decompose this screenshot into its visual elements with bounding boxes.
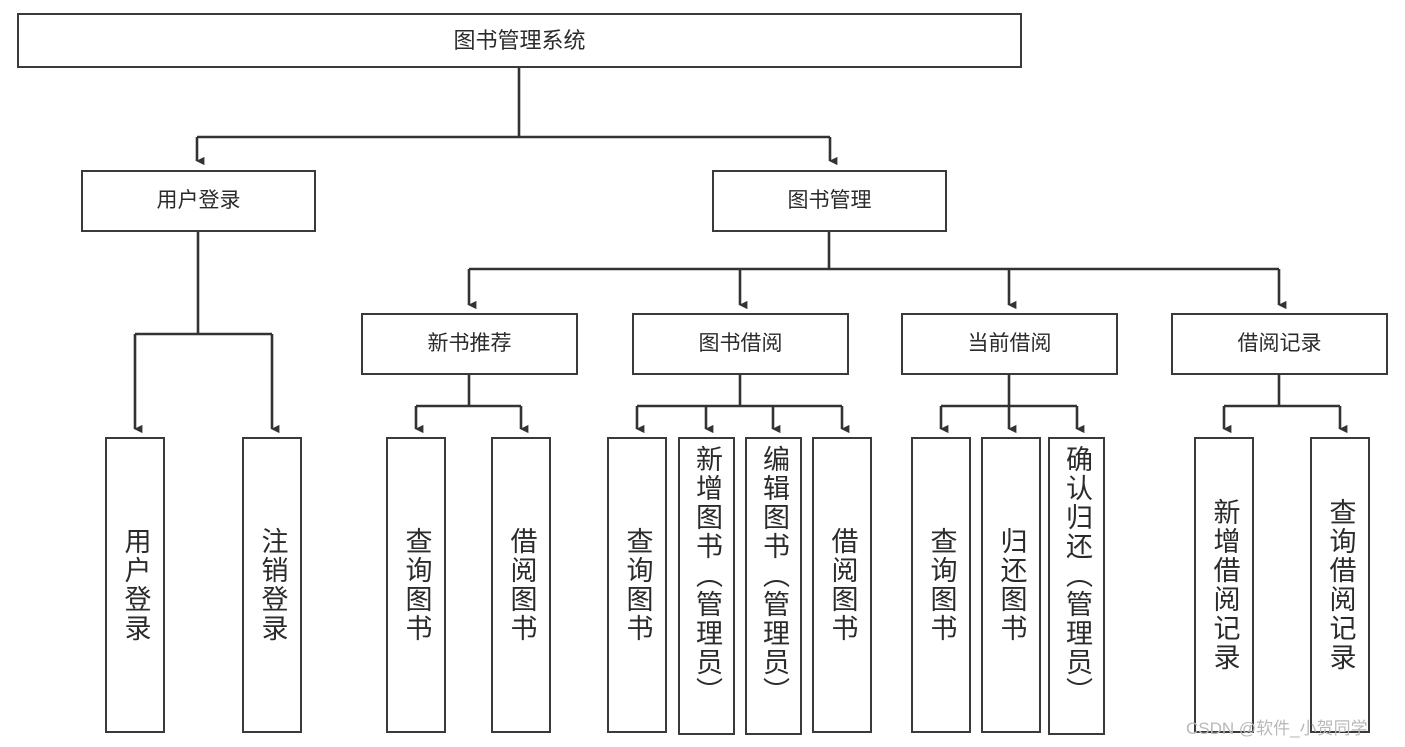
node-label: 查询借阅记录	[1325, 498, 1356, 672]
node-book-management[interactable]: 图书管理	[712, 170, 947, 232]
node-label: 新书推荐	[427, 331, 512, 355]
leaf-query-borrow-record[interactable]: 查询借阅记录	[1310, 437, 1370, 733]
node-current-borrow[interactable]: 当前借阅	[901, 313, 1118, 375]
leaf-confirm-return-admin[interactable]: 确认归还（管理员）	[1048, 437, 1105, 735]
node-label: 新增图书（管理员）	[692, 445, 722, 706]
node-root-system[interactable]: 图书管理系统	[17, 13, 1022, 68]
node-label: 借阅图书	[827, 527, 858, 643]
node-user-login[interactable]: 用户登录	[81, 170, 316, 232]
node-label: 图书管理系统	[453, 27, 586, 53]
leaf-query-book-current[interactable]: 查询图书	[911, 437, 971, 733]
watermark: CSDN @软件_小贺同学	[1186, 719, 1368, 738]
leaf-add-book-admin[interactable]: 新增图书（管理员）	[678, 437, 735, 735]
node-borrow-record[interactable]: 借阅记录	[1171, 313, 1388, 375]
leaf-borrow-book[interactable]: 借阅图书	[812, 437, 872, 733]
node-label: 借阅图书	[506, 527, 537, 643]
node-label: 查询图书	[926, 527, 957, 643]
node-label: 图书借阅	[698, 331, 783, 355]
node-label: 查询图书	[622, 527, 653, 643]
node-label: 编辑图书（管理员）	[759, 445, 789, 706]
node-book-borrow[interactable]: 图书借阅	[632, 313, 849, 375]
node-label: 新增借阅记录	[1209, 498, 1240, 672]
node-label: 图书管理	[787, 188, 872, 212]
node-label: 查询图书	[401, 527, 432, 643]
leaf-logout[interactable]: 注销登录	[242, 437, 302, 733]
node-label: 借阅记录	[1237, 331, 1322, 355]
leaf-user-login[interactable]: 用户登录	[105, 437, 165, 733]
node-label: 当前借阅	[967, 331, 1052, 355]
node-label: 归还图书	[996, 527, 1027, 643]
leaf-return-book[interactable]: 归还图书	[981, 437, 1041, 733]
node-label: 用户登录	[120, 527, 151, 643]
leaf-query-book-borrow[interactable]: 查询图书	[607, 437, 667, 733]
leaf-add-borrow-record[interactable]: 新增借阅记录	[1194, 437, 1254, 733]
node-new-book-recommend[interactable]: 新书推荐	[361, 313, 578, 375]
leaf-borrow-book-recommend[interactable]: 借阅图书	[491, 437, 551, 733]
leaf-edit-book-admin[interactable]: 编辑图书（管理员）	[745, 437, 802, 735]
node-label: 确认归还（管理员）	[1062, 445, 1092, 706]
leaf-query-book-recommend[interactable]: 查询图书	[386, 437, 446, 733]
node-label: 用户登录	[156, 188, 241, 212]
node-label: 注销登录	[257, 527, 288, 643]
